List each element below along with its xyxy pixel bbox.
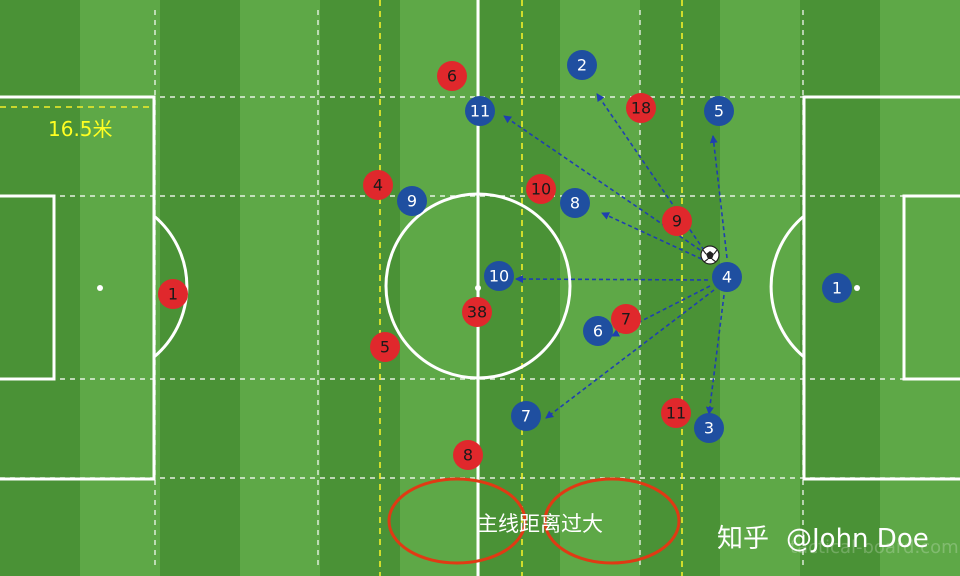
red-player-6[interactable]: 6 [437,61,467,91]
blue-player-5[interactable]: 5 [704,96,734,126]
red-player-8[interactable]: 8 [453,440,483,470]
svg-text:10: 10 [489,267,509,286]
svg-text:4: 4 [373,176,383,195]
svg-text:6: 6 [593,322,603,341]
blue-player-10[interactable]: 10 [484,261,514,291]
red-player-7[interactable]: 7 [611,304,641,334]
blue-team: 2 11 5 9 8 10 4 6 1 7 3 [397,50,852,443]
blue-player-2[interactable]: 2 [567,50,597,80]
note-label: 主线距离过大 [477,512,603,536]
yellow-guide-lines [0,0,683,576]
svg-text:2: 2 [577,56,587,75]
penalty-area-distance-label: 16.5米 [48,117,113,141]
blue-player-8[interactable]: 8 [560,188,590,218]
pitch-spots [97,285,860,291]
svg-text:3: 3 [704,419,714,438]
red-player-9[interactable]: 9 [662,206,692,236]
red-team: 6 18 4 10 9 1 38 5 7 11 8 [158,61,692,470]
red-player-10[interactable]: 10 [526,174,556,204]
svg-text:1: 1 [168,285,178,304]
svg-text:8: 8 [570,194,580,213]
red-player-4[interactable]: 4 [363,170,393,200]
red-player-11[interactable]: 11 [661,398,691,428]
svg-text:1: 1 [832,279,842,298]
blue-player-7[interactable]: 7 [511,401,541,431]
blue-player-9[interactable]: 9 [397,186,427,216]
pass-arrow-to-3 [705,294,725,415]
svg-text:7: 7 [621,310,631,329]
svg-text:7: 7 [521,407,531,426]
ball-icon[interactable] [700,245,720,265]
watermark-platform: 知乎 [717,524,769,554]
svg-text:38: 38 [467,303,487,322]
highlight-ellipses [387,477,681,565]
pass-arrow-to-2 [596,93,709,257]
svg-text:9: 9 [672,212,682,231]
svg-text:11: 11 [666,404,686,423]
pass-arrow-to-11 [503,115,707,255]
blue-player-6[interactable]: 6 [583,316,613,346]
svg-text:10: 10 [531,180,551,199]
red-player-1[interactable]: 1 [158,279,188,309]
svg-text:5: 5 [714,102,724,121]
svg-text:18: 18 [631,99,651,118]
red-player-18[interactable]: 18 [626,93,656,123]
blue-player-11[interactable]: 11 [465,96,495,126]
blue-player-3[interactable]: 3 [694,413,724,443]
watermark-author: @John Doe [786,524,929,554]
svg-text:8: 8 [463,446,473,465]
red-player-5[interactable]: 5 [370,332,400,362]
faint-site-watermark: tactical-board.com [790,537,959,558]
svg-text:11: 11 [470,102,490,121]
pass-arrow-to-8 [601,212,709,263]
red-player-38[interactable]: 38 [462,297,492,327]
svg-text:5: 5 [380,338,390,357]
blue-player-4[interactable]: 4 [712,262,742,292]
blue-player-1[interactable]: 1 [822,273,852,303]
svg-text:6: 6 [447,67,457,86]
pass-arrow-to-7 [545,289,715,419]
svg-text:4: 4 [722,268,732,287]
svg-text:9: 9 [407,192,417,211]
